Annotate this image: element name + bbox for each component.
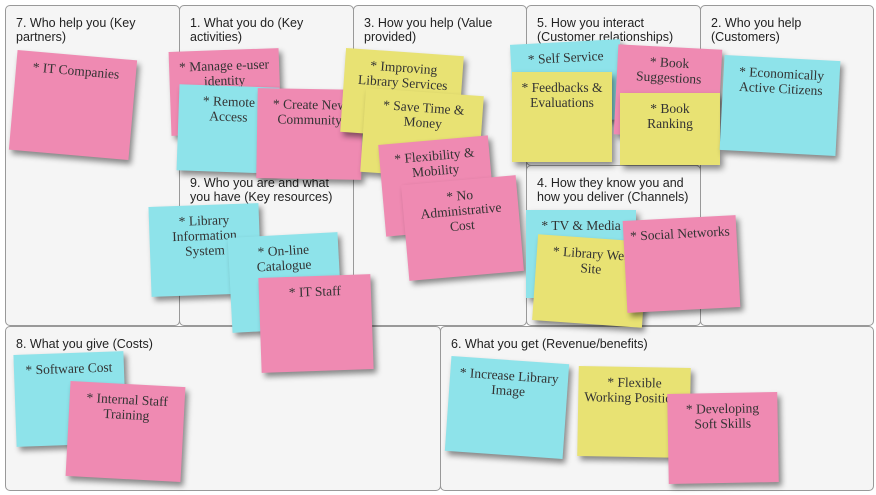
- panel-title: 6. What you get (Revenue/benefits): [451, 337, 648, 351]
- sticky-note[interactable]: * Developing Soft Skills: [667, 392, 779, 484]
- sticky-note[interactable]: * Increase Library Image: [444, 356, 570, 459]
- panel-title: 5. How you interact (Customer relationsh…: [537, 16, 674, 44]
- panel-title: 8. What you give (Costs): [16, 337, 153, 351]
- panel-title: 2. Who you help (Customers): [711, 16, 802, 44]
- panel-title: 7. Who help you (Key partners): [16, 16, 136, 44]
- sticky-note[interactable]: * Book Ranking: [620, 93, 720, 165]
- panel-title: 3. How you help (Value provided): [364, 16, 493, 44]
- sticky-note[interactable]: * IT Staff: [258, 274, 374, 373]
- sticky-note[interactable]: * No Administrative Cost: [401, 175, 524, 281]
- panel-title: 9. Who you are and what you have (Key re…: [190, 176, 333, 204]
- panel-title: 4. How they know you and how you deliver…: [537, 176, 689, 204]
- panel-title: 1. What you do (Key activities): [190, 16, 304, 44]
- sticky-note[interactable]: * Economically Active Citizens: [719, 55, 841, 156]
- sticky-note[interactable]: * Social Networks: [622, 215, 741, 313]
- sticky-note[interactable]: * Internal Staff Training: [65, 381, 186, 482]
- sticky-note[interactable]: * Feedbacks & Evaluations: [512, 72, 612, 162]
- sticky-note[interactable]: * IT Companies: [8, 49, 138, 161]
